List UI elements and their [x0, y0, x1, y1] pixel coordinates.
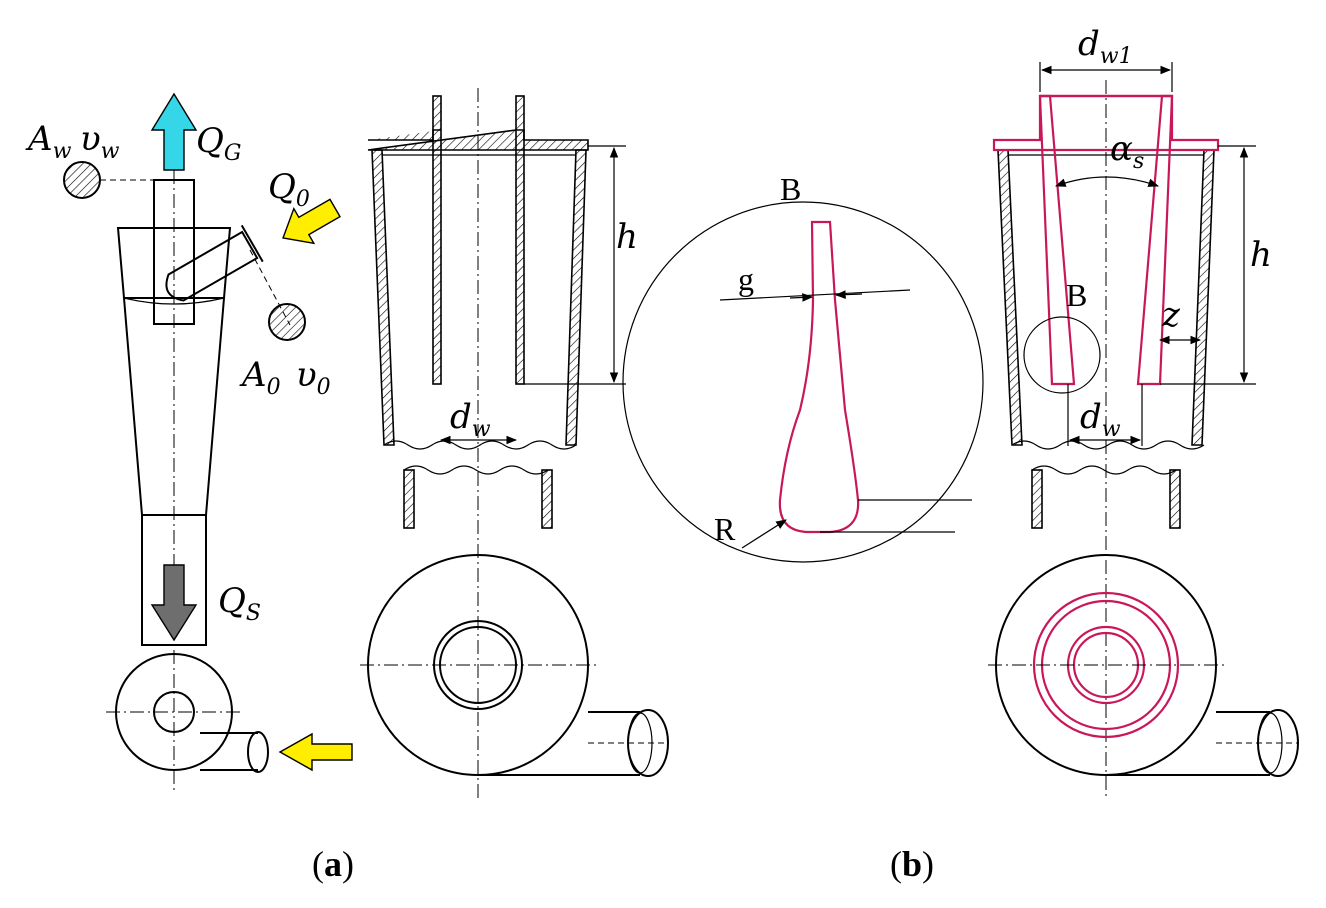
label-vel-0: υ0: [296, 355, 331, 400]
solid-outflow-arrow: [150, 564, 198, 642]
label-h-standard: h: [616, 217, 638, 257]
label-R: R: [714, 511, 736, 547]
label-B-mark: B: [1066, 277, 1087, 313]
finder-tip-profile: [778, 220, 860, 534]
label-h-modified: h: [1250, 235, 1272, 275]
label-q-solid: QS: [218, 581, 261, 626]
label-dw-modified: dw: [1080, 397, 1121, 442]
label-q-in: Q0: [268, 167, 310, 212]
label-vel-w: υw: [80, 119, 120, 164]
caption-b: (b): [890, 844, 934, 884]
label-detail-B: B: [780, 171, 801, 207]
top-view-inlet-arrow: [278, 732, 353, 772]
cross-section-inlet: [268, 303, 306, 341]
label-dw1: dw1: [1078, 24, 1133, 69]
detail-b-magnified: g R B: [622, 171, 984, 563]
label-z: z: [1161, 295, 1181, 335]
conical-finder-left-wall: [1038, 94, 1076, 386]
gas-outflow-arrow: [150, 92, 198, 171]
panel-b-standard-finder: h dw: [360, 88, 669, 800]
feed-inlet-arrow: [282, 198, 341, 245]
vortex-finder: [153, 179, 195, 325]
panel-a-cyclone: Aw υw QG Q0 A0 υ0 QS: [25, 92, 353, 790]
label-q-gas: QG: [196, 121, 241, 166]
underflow-pipe: [141, 514, 207, 646]
detail-circle: [622, 201, 984, 563]
cyclone-top: [116, 227, 232, 299]
label-g: g: [738, 261, 754, 297]
cross-section-outlet: [63, 161, 101, 199]
inlet-pipe: [165, 224, 264, 302]
conical-finder-right-wall: [1136, 94, 1174, 386]
label-area-w: Aw: [25, 119, 72, 164]
panel-b-modified-finder: dw1 αs h B z dw: [988, 24, 1299, 800]
label-dw-standard: dw: [450, 397, 491, 442]
label-alpha: αs: [1110, 129, 1144, 174]
caption-a: (a): [312, 844, 354, 884]
label-area-0: A0: [239, 355, 281, 400]
